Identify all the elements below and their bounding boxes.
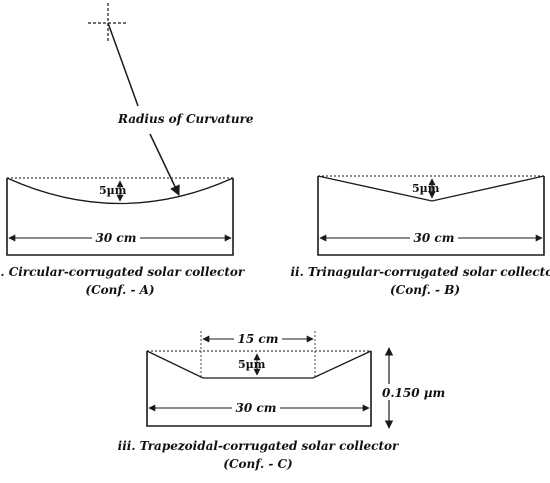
panel-triangular-caption-line2: (Conf. - B) bbox=[390, 283, 460, 297]
panel-triangular-depth-label: 5µm bbox=[412, 182, 440, 195]
panel-trapezoidal-width-label-bg bbox=[232, 399, 280, 415]
panel-triangular-width-label: 30 cm bbox=[414, 231, 455, 245]
panel-trapezoidal: 15 cm 5µm 30 cm 0.150 µm iii. Trapezoida… bbox=[118, 330, 446, 471]
triangular-corrugation-profile bbox=[317, 175, 545, 202]
panel-trapezoidal-caption-line1: iii. Trapezoidal-corrugated solar collec… bbox=[118, 439, 400, 453]
panel-trapezoidal-height-label: 0.150 µm bbox=[382, 386, 445, 400]
panel-circular: 5µm 30 cm i. Circular-corrugated solar c… bbox=[0, 177, 246, 297]
panel-circular-width-label-bg bbox=[92, 229, 140, 245]
panel-triangular-caption-line1: ii. Trinagular-corrugated solar collecto… bbox=[290, 265, 550, 279]
panel-circular-body bbox=[6, 178, 234, 256]
trapezoidal-corrugation-profile bbox=[146, 350, 372, 379]
circular-corrugation-curve bbox=[6, 177, 234, 205]
panel-trapezoidal-width-label: 30 cm bbox=[236, 401, 277, 415]
panel-circular-depth-label: 5µm bbox=[99, 184, 127, 197]
panel-trapezoidal-height-label-bg bbox=[380, 384, 446, 400]
panel-trapezoidal-top-width-label-bg bbox=[234, 330, 282, 346]
panel-triangular: 5µm 30 cm ii. Trinagular-corrugated sola… bbox=[290, 175, 550, 297]
panel-trapezoidal-caption-line2: (Conf. - C) bbox=[223, 457, 292, 471]
panel-triangular-width-label-bg bbox=[410, 229, 458, 245]
panel-triangular-body bbox=[317, 176, 545, 256]
panel-circular-caption-line2: (Conf. - A) bbox=[85, 283, 154, 297]
radius-line-upper bbox=[107, 22, 139, 107]
panel-circular-width-label: 30 cm bbox=[96, 231, 137, 245]
radius-of-curvature-label: Radius of Curvature bbox=[117, 112, 254, 126]
panel-trapezoidal-body bbox=[146, 351, 372, 427]
panel-circular-caption-line1: i. Circular-corrugated solar collector bbox=[0, 265, 246, 279]
radius-line-lower bbox=[149, 133, 180, 196]
panel-trapezoidal-top-width-label: 15 cm bbox=[238, 332, 279, 346]
panel-trapezoidal-depth-label: 5µm bbox=[238, 358, 266, 371]
